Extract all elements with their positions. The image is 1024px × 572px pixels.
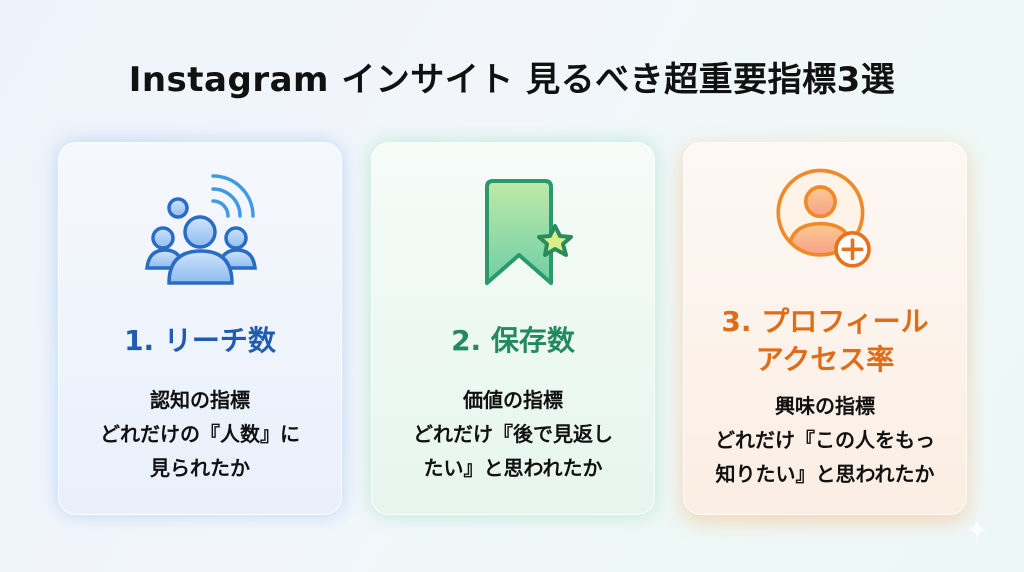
card-profile-access: 3. プロフィール アクセス率 興味の指標 どれだけ『この人をもっ 知りたい』と… [683, 142, 967, 515]
card-description: 興味の指標 どれだけ『この人をもっ 知りたい』と思われたか [684, 389, 966, 491]
page-title: Instagram インサイト 見るべき超重要指標3選 [128, 60, 896, 100]
card-heading-line: 3. プロフィール [721, 305, 929, 338]
card-subtitle: 価値の指標 [463, 388, 563, 412]
profile-add-icon [776, 168, 871, 268]
card-subtitle: 興味の指標 [775, 394, 875, 418]
card-text-line: どれだけの『人数』に [100, 422, 300, 446]
card-subtitle: 認知の指標 [150, 388, 250, 412]
card-heading: 1. リーチ数 [124, 324, 276, 357]
people-broadcast-icon [145, 174, 257, 285]
card-text-line: 知りたい』と思われたか [715, 462, 935, 486]
card-text-line: たい』と思われたか [423, 456, 603, 480]
bookmark-star-icon [485, 179, 573, 285]
card-heading-line: アクセス率 [755, 343, 895, 376]
card-description: 認知の指標 どれだけの『人数』に 見られたか [59, 383, 341, 485]
card-text-line: どれだけ『この人をもっ [715, 428, 935, 452]
card-heading: 2. 保存数 [451, 324, 575, 357]
card-saves: 2. 保存数 価値の指標 どれだけ『後で見返し たい』と思われたか [371, 142, 655, 515]
card-text-line: 見られたか [150, 456, 250, 480]
card-reach: 1. リーチ数 認知の指標 どれだけの『人数』に 見られたか [58, 142, 342, 515]
card-heading: 3. プロフィール アクセス率 [684, 303, 966, 379]
card-description: 価値の指標 どれだけ『後で見返し たい』と思われたか [372, 383, 654, 485]
card-text-line: どれだけ『後で見返し [413, 422, 613, 446]
sparkle-icon: ✦ [966, 516, 988, 546]
